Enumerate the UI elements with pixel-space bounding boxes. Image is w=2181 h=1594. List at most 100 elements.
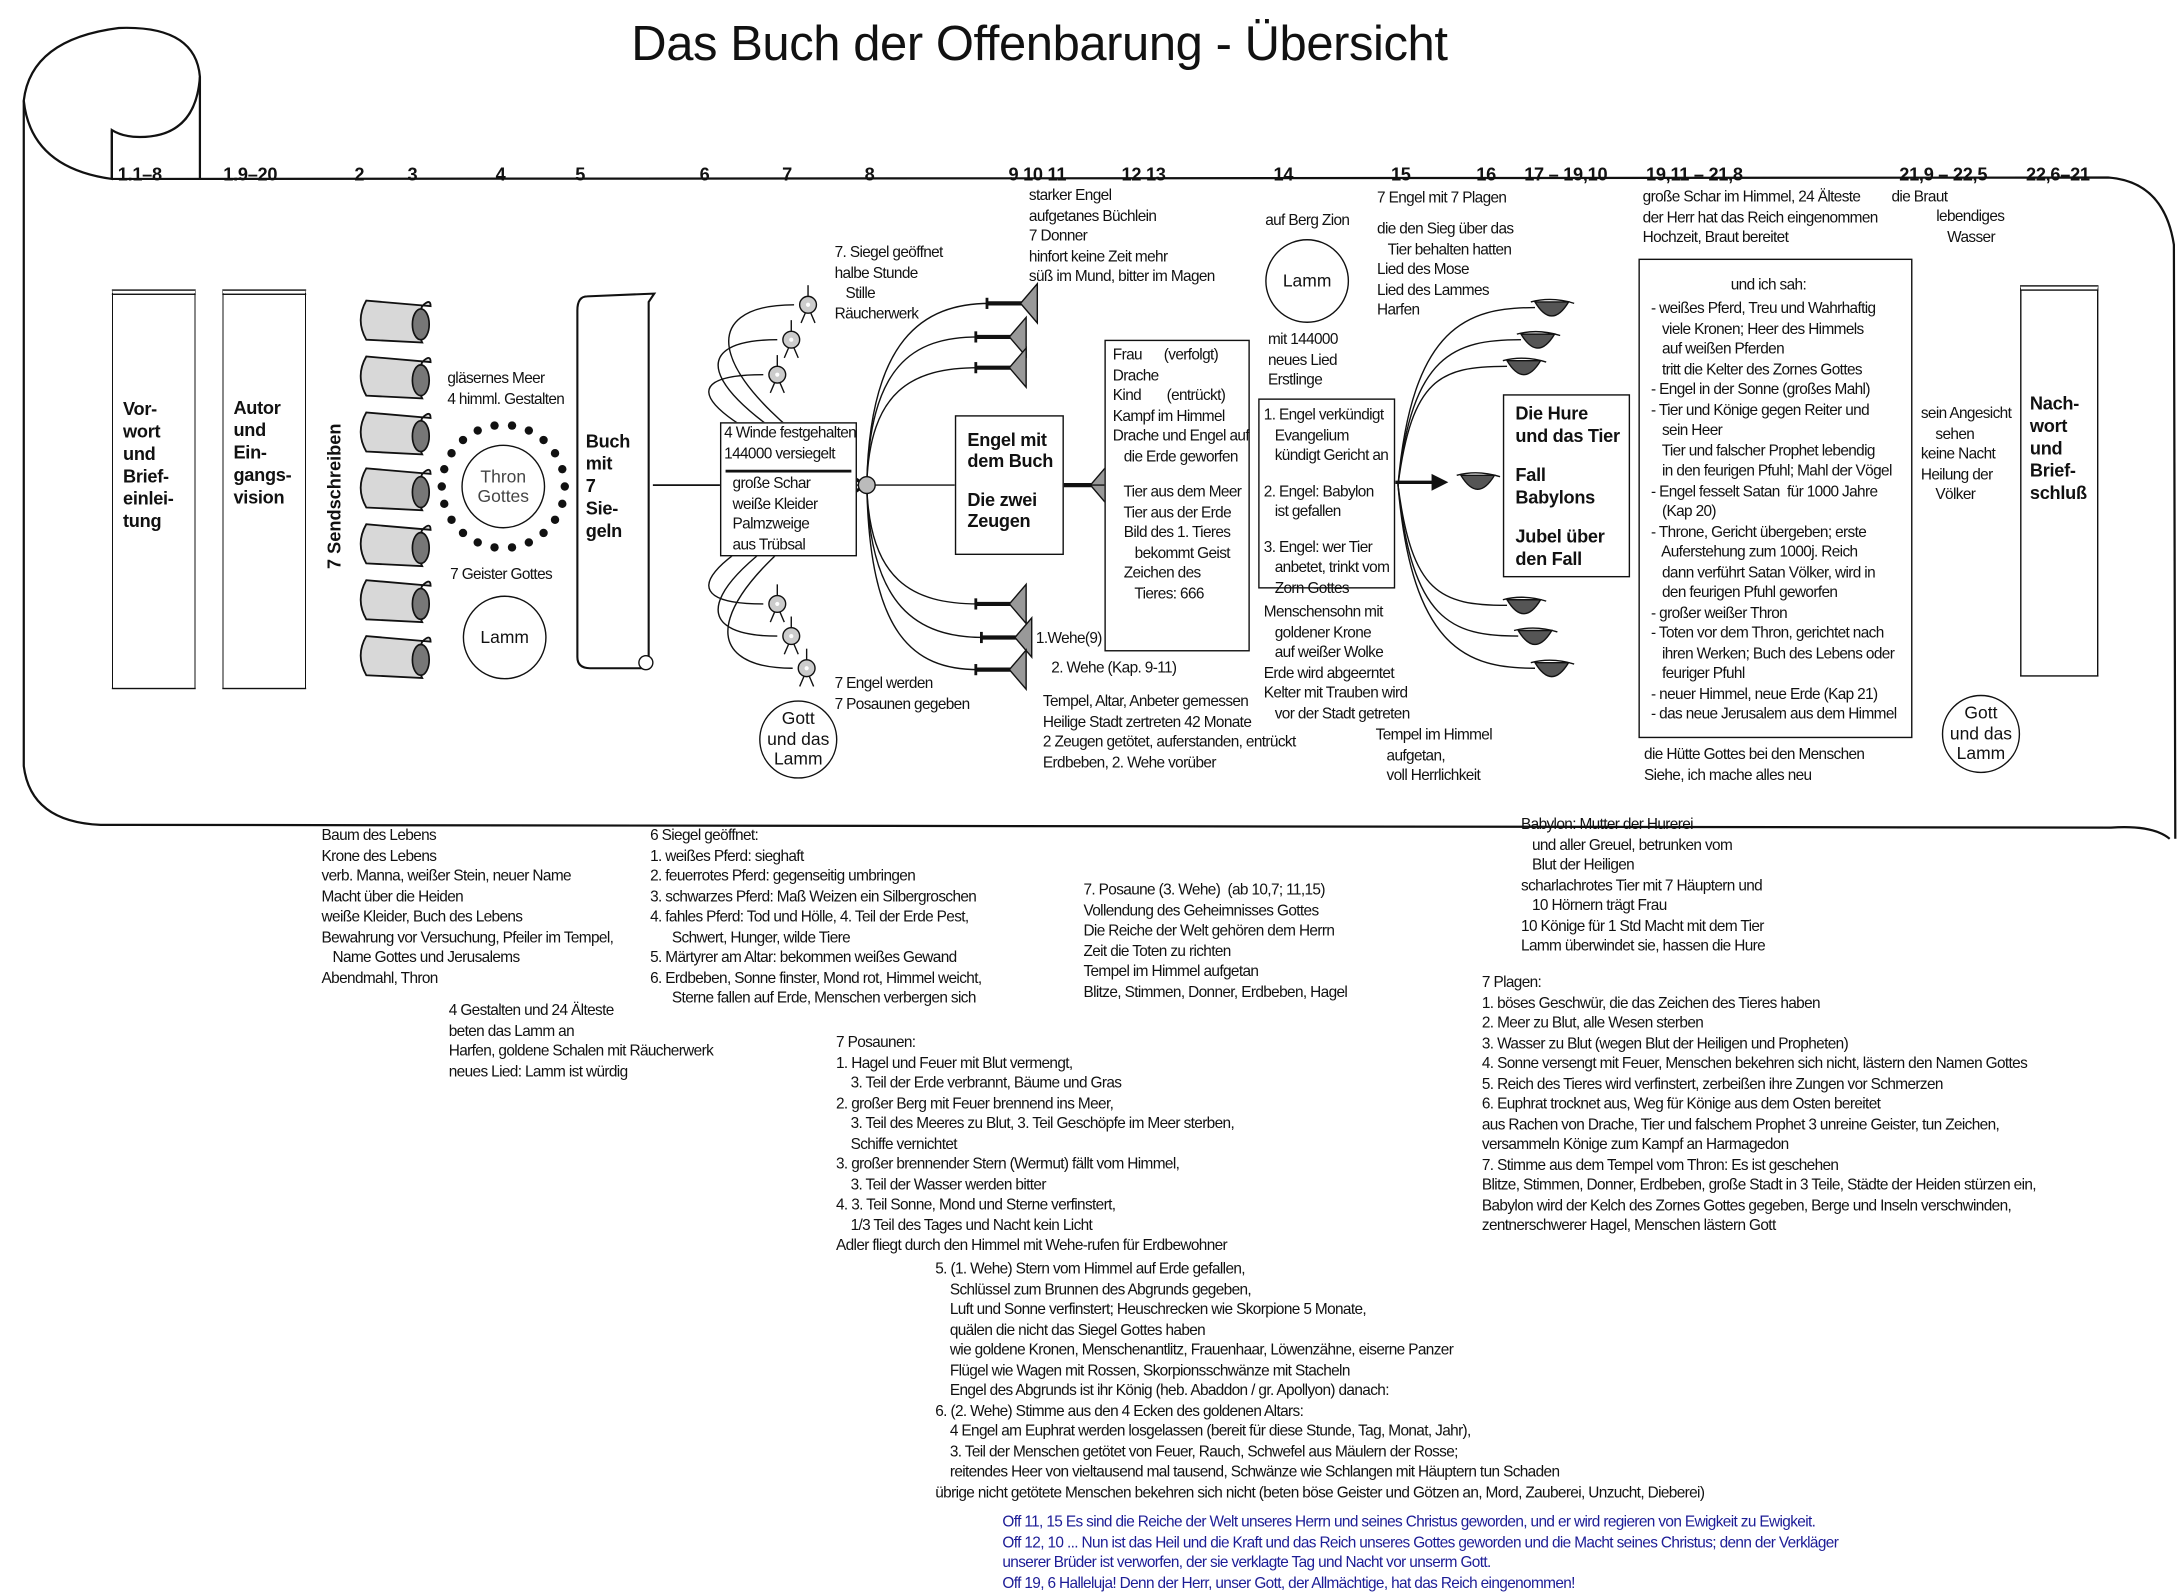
elder-dot-icon	[447, 515, 456, 524]
text-line: geln	[585, 520, 623, 542]
text-line: neues Lied	[1267, 351, 1338, 369]
engel-buch-box	[954, 415, 1064, 556]
divider	[725, 469, 852, 473]
text-line: mit 144000	[1267, 331, 1338, 349]
text-line: der Herr hat das Reich eingenommen	[1642, 209, 1879, 226]
trumpet-icon	[974, 346, 1027, 390]
text-line: reitendes Heer von vieltausend mal tause…	[935, 1463, 1560, 1481]
letter-scroll-icon	[359, 467, 432, 512]
elder-dot-icon	[447, 449, 456, 458]
text-line: halbe Stunde	[834, 264, 919, 282]
text-line: gläsernes Meer	[447, 370, 545, 388]
text-line: Die Reiche der Welt gehören dem Herrn	[1083, 922, 1335, 940]
elder-dot-icon	[437, 482, 446, 491]
text-line: gangs-	[233, 464, 292, 486]
text-line: Autor	[233, 397, 281, 419]
seal-icon	[768, 355, 787, 394]
text-line: Lied des Lammes	[1377, 281, 1490, 299]
text-line: 2. feuerrotes Pferd: gegenseitig umbring…	[650, 868, 916, 885]
elder-dot-icon	[560, 482, 569, 491]
trumpet-arc	[866, 485, 985, 639]
text-line: Brief-	[123, 465, 169, 487]
sendschreiben-label: 7 Sendschreiben	[323, 423, 345, 570]
text-line: Kind (entrückt)	[1112, 387, 1226, 405]
text-line: 1. Hagel und Feuer mit Blut vermengt,	[836, 1054, 1073, 1072]
text-line: 10 Könige für 1 Std Macht mit dem Tier	[1521, 917, 1764, 935]
text-line: Blut der Heiligen	[1521, 856, 1635, 874]
chapter-number: 1.1–8	[117, 163, 162, 185]
bowl-arc	[1397, 485, 1519, 637]
trumpet-icon	[979, 616, 1033, 659]
text-line: Adler fliegt durch den Himmel mit Wehe-r…	[836, 1237, 1228, 1255]
text-line: die Erde geworfen	[1112, 448, 1239, 465]
text-line: neues Lied: Lamm ist würdig	[448, 1063, 628, 1080]
text-line: süß im Mund, bitter im Magen	[1028, 268, 1215, 286]
elder-dot-icon	[539, 528, 548, 538]
text-line: 6. Euphrat trocknet aus, Weg für Könige …	[1481, 1096, 1881, 1113]
gott-lamm-circle-2: Gott und das Lamm	[1941, 694, 2021, 774]
text-line: 3. Wasser zu Blut (wegen Blut der Heilig…	[1481, 1035, 1849, 1052]
posaunen-detail: 7 Posaunen:1. Hagel und Feuer mit Blut v…	[836, 1033, 1235, 1256]
text-line: 5. Reich des Tieres wird verfinstert, ze…	[1481, 1075, 1944, 1093]
text-line: Schlüssel zum Brunnen des Abgrunds gegeb…	[935, 1281, 1252, 1299]
text-line: Räucherwerk	[834, 305, 919, 323]
arrowhead-icon	[1431, 473, 1449, 491]
plagen-detail: 7 Plagen:1. böses Geschwür, die das Zeic…	[1481, 973, 2037, 1237]
zion-text: auf Berg Zion	[1265, 211, 1350, 231]
text-line: Tier und falscher Prophet lebendig	[1651, 442, 1876, 460]
text-line: Flügel wie Wagen mit Rossen, Skorpionssc…	[935, 1362, 1351, 1380]
chapter-number: 7	[782, 163, 792, 185]
text-line: 1/3 Teil des Tages und Nacht kein Licht	[836, 1216, 1093, 1234]
text-line: Sie-	[585, 497, 618, 519]
text-line: 10 Hörnern trägt Frau	[1521, 897, 1667, 915]
bowl-icon	[1502, 596, 1547, 615]
text-line: sein Angesicht	[1920, 405, 2012, 423]
elder-dot-icon	[440, 499, 449, 509]
text-line: viele Kronen; Heer des Himmels	[1651, 320, 1864, 338]
chapter-number: 14	[1273, 163, 1294, 185]
text-line: Die Hure	[1515, 402, 1588, 424]
text-line: 6. (2. Wehe) Stimme aus den 4 Ecken des …	[935, 1402, 1304, 1420]
text-line: Bild des 1. Tieres	[1112, 524, 1231, 542]
bowl-icon	[1502, 357, 1547, 376]
ich-sah-title: und ich sah:	[1730, 276, 1807, 294]
text-line: 7 Plagen:	[1481, 974, 1542, 992]
text-line: und	[2029, 437, 2063, 459]
text-line: Lied des Mose	[1377, 261, 1469, 279]
text-line: Jubel über	[1515, 525, 1605, 547]
text-line: und	[123, 443, 156, 465]
hub-seal-icon	[857, 476, 876, 495]
text-line: - großer weißer Thron	[1651, 604, 1788, 622]
text-line: Abendmahl, Thron	[321, 969, 439, 987]
text-line: weiße Kleider	[732, 495, 819, 513]
seal-icon	[768, 584, 787, 623]
text-line: Siehe, ich mache alles neu	[1644, 766, 1812, 784]
text-line: versammeln Könige zum Kampf an Harmagedo…	[1481, 1136, 1789, 1154]
text-line: Tier behalten hatten	[1377, 241, 1512, 258]
text-line: ist gefallen	[1263, 503, 1342, 521]
letter-scroll-icon	[359, 299, 432, 344]
text-line: wie goldene Kronen, Menschenantlitz, Fra…	[935, 1342, 1454, 1359]
chapter-number: 17 – 19,10	[1524, 163, 1608, 185]
text-line: anbetet, trinkt vom	[1263, 559, 1390, 576]
text-line: vision	[233, 486, 285, 508]
text-line: Wasser	[1936, 228, 1995, 246]
text-line: Hochzeit, Braut bereitet	[1642, 229, 1789, 247]
text-line	[1264, 522, 1389, 537]
text-line: Tier aus dem Meer	[1112, 483, 1242, 501]
elder-dot-icon	[558, 464, 567, 474]
braut-text: die Braut	[1891, 187, 1948, 207]
text-line: 2. Meer zu Blut, alle Wesen sterben	[1481, 1014, 1704, 1032]
bowl-icon	[1516, 330, 1561, 349]
text-line: Luft und Sonne verfinstert; Heuschrecken…	[935, 1301, 1367, 1319]
frau-box	[1104, 339, 1250, 652]
text-line: Nach-	[2029, 392, 2080, 414]
